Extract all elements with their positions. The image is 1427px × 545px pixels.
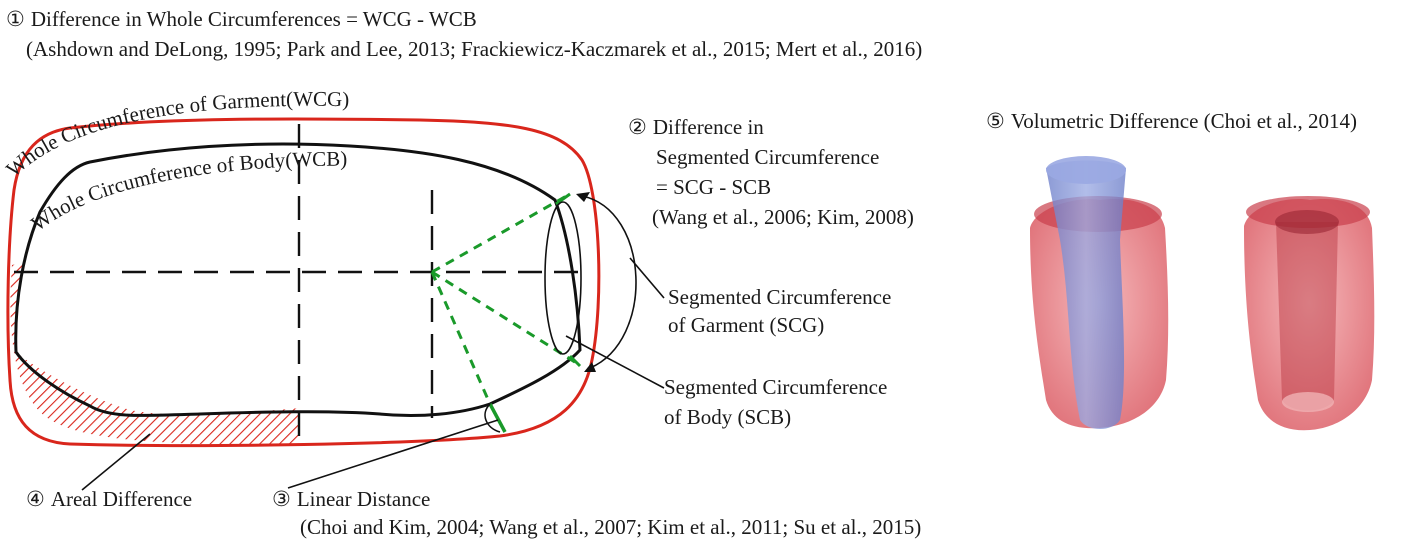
segment-lines [430, 192, 582, 433]
segmented-line2: Segmented Circumference [656, 145, 880, 169]
volumetric-figure-right [1244, 196, 1375, 431]
number-4: ④ [26, 487, 45, 511]
linear-distance-refs: (Choi and Kim, 2004; Wang et al., 2007; … [300, 515, 922, 539]
dashed-guides [14, 124, 580, 446]
body-outline [14, 142, 582, 418]
number-1: ① [6, 7, 25, 31]
volumetric-figure-left [1030, 156, 1169, 429]
scg-label-line1: Segmented Circumference [668, 285, 892, 309]
segment-annotations [81, 192, 665, 491]
heading-whole-circumference-refs: (Ashdown and DeLong, 1995; Park and Lee,… [26, 37, 923, 61]
wcb-label: Whole Circumference of Body(WCB) [27, 147, 348, 236]
scg-label-line2: of Garment (SCG) [668, 313, 825, 337]
segmented-refs: (Wang et al., 2006; Kim, 2008) [652, 205, 914, 229]
linear-distance-line [488, 403, 507, 433]
number-2: ② [628, 115, 647, 139]
scb-label-line1: Segmented Circumference [664, 375, 888, 399]
garment-outline [6, 117, 601, 448]
areal-difference-region [10, 262, 299, 446]
segmented-line3: = SCG - SCB [656, 175, 772, 199]
number-5: ⑤ [986, 109, 1005, 133]
number-3: ③ [272, 487, 291, 511]
scb-label-line2: of Body (SCB) [664, 405, 792, 429]
